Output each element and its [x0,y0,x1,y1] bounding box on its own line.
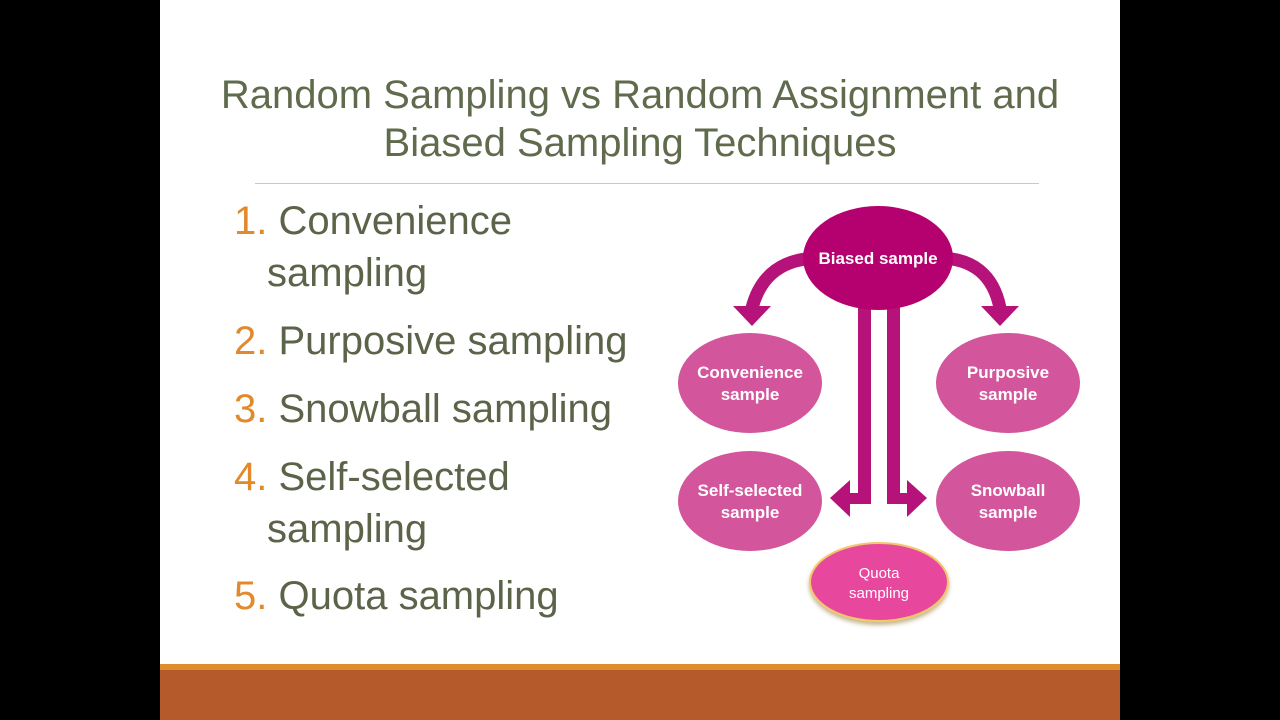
list-item-5: 5. Quota sampling [234,570,694,622]
list-item-2: 2. Purposive sampling [234,315,694,367]
node-snowball-sample: Snowball sample [936,451,1080,551]
list-item-1: 1. Convenience sampling [234,195,694,299]
node-purposive-sample: Purposive sample [936,333,1080,433]
list-number: 3. [234,387,268,431]
list-number: 5. [234,574,268,618]
list-text: Self-selected [278,455,510,499]
node-convenience-sample: Convenience sample [678,333,822,433]
node-label: Purposive [967,363,1049,382]
node-label: sample [979,503,1038,522]
list-text: Snowball sampling [278,387,612,431]
footer-band [160,670,1120,720]
slide-title-line-1: Random Sampling vs Random Assignment and [220,73,1060,117]
node-biased-sample: Biased sample [803,206,953,310]
slide-title-line-2: Biased Sampling Techniques [383,121,897,165]
node-self-selected-sample: Self-selected sample [678,451,822,551]
slide: Random Sampling vs Random Assignment and… [160,0,1120,720]
node-label: Snowball [971,481,1046,500]
arrow-down-left [830,300,871,517]
list-text: Convenience [278,199,512,243]
list-text-continued: sampling [267,251,428,295]
list-number: 2. [234,319,268,363]
node-label: sample [721,503,780,522]
list-number: 4. [234,455,268,499]
footer-band-accent [160,664,1120,670]
node-label: sampling [849,585,909,602]
list-item-3: 3. Snowball sampling [234,383,694,435]
node-label: Self-selected [698,481,803,500]
node-quota-sampling: Quota sampling [809,542,949,622]
list-text: Quota sampling [278,574,559,618]
arrow-down-right [887,300,927,517]
node-label: sample [979,385,1038,404]
list-text-continued: sampling [267,507,428,551]
node-label: Quota [859,565,901,582]
node-label: sample [721,385,780,404]
list-item-4: 4. Self-selected sampling [234,451,694,555]
node-label: Convenience [697,363,803,382]
list-number: 1. [234,199,268,243]
node-label: Biased sample [818,249,937,268]
biased-sample-diagram: Biased sample Convenience sample Purposi… [678,206,1080,622]
list-text: Purposive sampling [278,319,628,363]
title-divider [255,183,1039,184]
